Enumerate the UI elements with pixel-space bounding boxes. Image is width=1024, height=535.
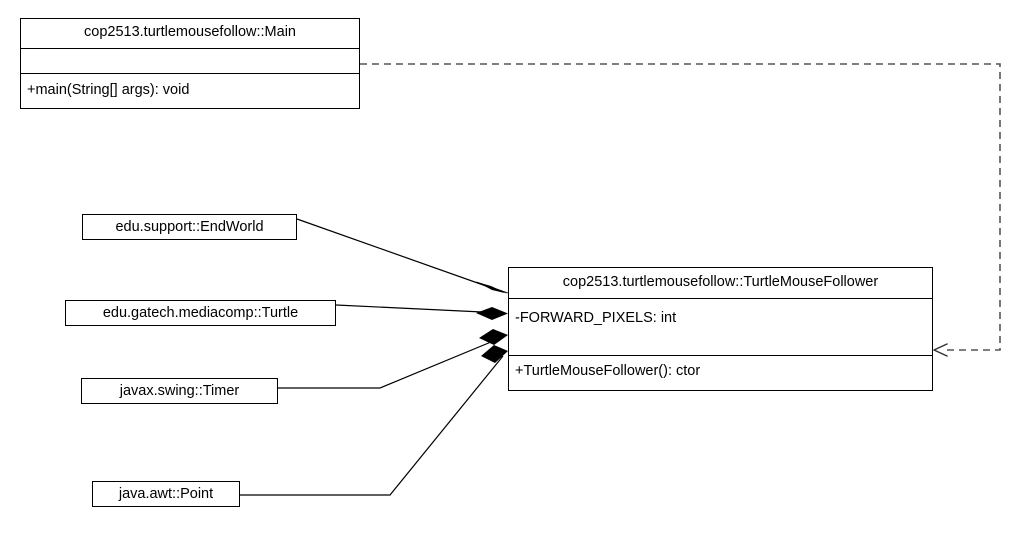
uml-class-turtlemousefollower-operations: +TurtleMouseFollower(): ctor [509, 355, 932, 388]
uml-class-main-attributes [21, 47, 359, 73]
uml-class-timer-name: javax.swing::Timer [119, 383, 240, 399]
uml-class-endworld-name: edu.support::EndWorld [115, 219, 264, 235]
uml-class-main[interactable]: cop2513.turtlemousefollow::Main +main(St… [20, 18, 360, 109]
relationship-line-timer [278, 336, 504, 389]
composition-diamond-point [481, 345, 508, 363]
composition-diamond-turtle [476, 307, 508, 320]
uml-class-point[interactable]: java.awt::Point [92, 481, 240, 507]
composition-diamond-endworld-fill [477, 282, 507, 294]
uml-class-turtle-name: edu.gatech.mediacomp::Turtle [102, 305, 299, 321]
relationship-line-point [240, 355, 504, 496]
relationship-timer-composition[interactable] [278, 329, 508, 389]
relationship-endworld-composition[interactable] [296, 218, 509, 294]
uml-class-point-name: java.awt::Point [118, 486, 214, 502]
uml-class-turtlemousefollower-name: cop2513.turtlemousefollow::TurtleMouseFo… [562, 274, 879, 290]
relationship-main-dependency[interactable] [360, 63, 1001, 357]
uml-class-main-name: cop2513.turtlemousefollow::Main [84, 24, 296, 40]
relationship-line-endworld [296, 218, 504, 293]
dependency-line-main [360, 63, 1001, 351]
relationship-point-composition[interactable] [240, 345, 508, 496]
uml-class-turtlemousefollower[interactable]: cop2513.turtlemousefollow::TurtleMouseFo… [508, 267, 933, 391]
uml-class-timer[interactable]: javax.swing::Timer [81, 378, 278, 404]
uml-class-endworld[interactable]: edu.support::EndWorld [82, 214, 297, 240]
uml-class-main-operations: +main(String[] args): void [21, 72, 359, 108]
uml-class-turtlemousefollower-attributes: -FORWARD_PIXELS: int [509, 297, 932, 356]
dependency-open-arrowhead [933, 343, 948, 357]
relationship-turtle-composition[interactable] [335, 304, 508, 320]
relationship-line-turtle [335, 304, 504, 314]
uml-class-turtle[interactable]: edu.gatech.mediacomp::Turtle [65, 300, 336, 326]
composition-diamond-timer [479, 329, 508, 345]
